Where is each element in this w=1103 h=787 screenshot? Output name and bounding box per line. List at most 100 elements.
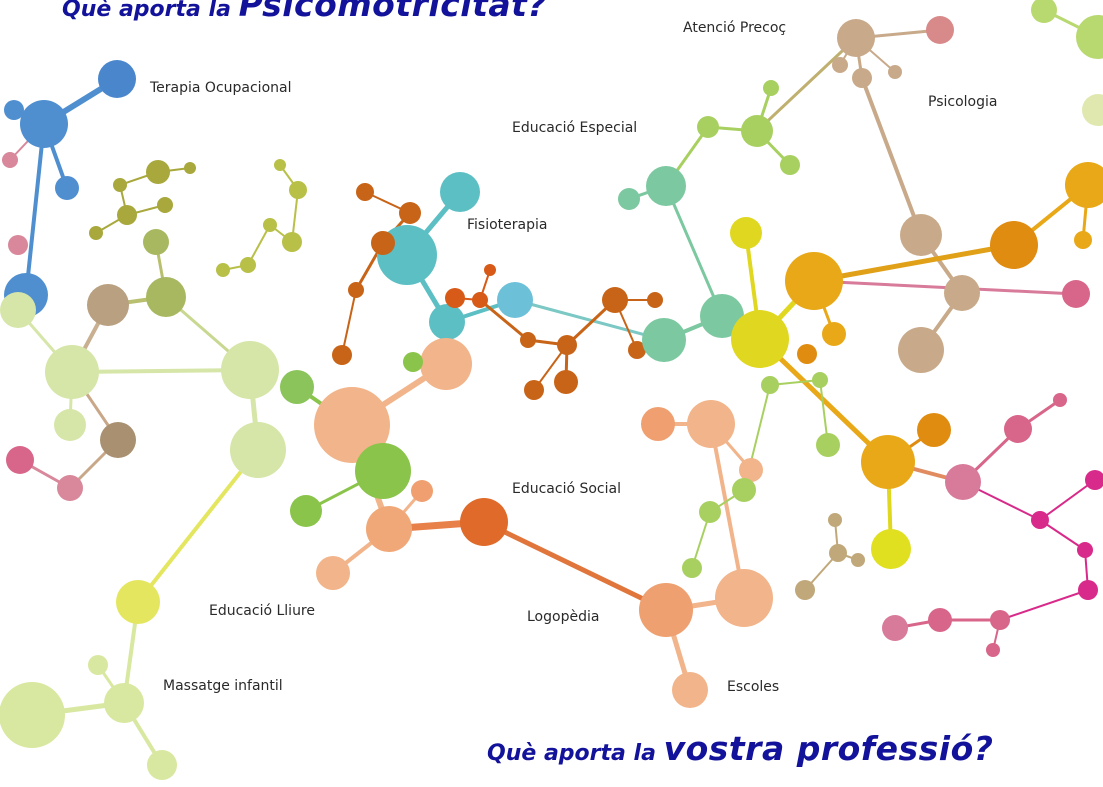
network-node: [1082, 94, 1103, 126]
network-node: [429, 304, 465, 340]
network-edge: [1039, 519, 1086, 551]
network-node: [282, 232, 302, 252]
label-logopedia: Logopèdia: [527, 609, 600, 625]
network-node: [926, 16, 954, 44]
network-node: [851, 553, 865, 567]
network-node: [739, 458, 763, 482]
network-node: [87, 284, 129, 326]
network-node: [332, 345, 352, 365]
network-node: [472, 292, 488, 308]
network-node: [216, 263, 230, 277]
network-node: [117, 205, 137, 225]
network-edge: [341, 289, 357, 356]
network-node: [829, 544, 847, 562]
network-node: [371, 231, 395, 255]
bottom-heading-emphasis: vostra professió?: [663, 729, 994, 768]
network-node: [1074, 231, 1092, 249]
network-edge: [664, 184, 724, 318]
network-node: [832, 57, 848, 73]
network-node: [45, 345, 99, 399]
network-node: [445, 288, 465, 308]
network-node: [898, 327, 944, 373]
network-edge: [860, 76, 923, 237]
label-escoles: Escoles: [727, 679, 780, 695]
network-node: [184, 162, 196, 174]
network-edge: [478, 298, 530, 342]
network-node: [837, 19, 875, 57]
bottom-heading: Què aporta la vostra professió?: [487, 732, 993, 765]
network-edge: [709, 422, 746, 600]
network-node: [917, 413, 951, 447]
network-edge: [136, 448, 260, 604]
network-node: [221, 341, 279, 399]
network-node: [900, 214, 942, 256]
network-node: [497, 282, 533, 318]
label-fisioterapia: Fisioterapia: [467, 217, 548, 233]
network-node: [6, 446, 34, 474]
network-node: [822, 322, 846, 346]
network-node: [240, 257, 256, 273]
network-node: [732, 478, 756, 502]
network-node: [460, 498, 508, 546]
network-node: [420, 338, 472, 390]
network-node: [1076, 15, 1103, 59]
label-psicologia: Psicologia: [928, 94, 998, 110]
network-node: [520, 332, 536, 348]
network-edge: [999, 589, 1089, 621]
network-node: [795, 580, 815, 600]
network-edge: [70, 368, 252, 374]
network-node: [440, 172, 480, 212]
network-node: [602, 287, 628, 313]
network-node: [113, 178, 127, 192]
network-node: [944, 275, 980, 311]
network-node: [116, 580, 160, 624]
network-node: [411, 480, 433, 502]
network-node: [628, 341, 646, 359]
label-educacio-lliure: Educació Lliure: [209, 603, 315, 619]
network-node: [871, 529, 911, 569]
network-node: [274, 159, 286, 171]
network-node: [646, 166, 686, 206]
network-node: [761, 376, 779, 394]
label-massatge-infantil: Massatge infantil: [163, 678, 283, 694]
network-edge: [755, 36, 858, 133]
network-node: [98, 60, 136, 98]
network-node: [785, 252, 843, 310]
network-node: [816, 433, 840, 457]
network-node: [672, 672, 708, 708]
network-node: [731, 310, 789, 368]
network-node: [355, 443, 411, 499]
network-node: [797, 344, 817, 364]
network-node: [316, 556, 350, 590]
network-node: [147, 750, 177, 780]
network-node: [641, 407, 675, 441]
network-node: [348, 282, 364, 298]
network-node: [54, 409, 86, 441]
network-node: [715, 569, 773, 627]
network-node: [290, 495, 322, 527]
network-node: [557, 335, 577, 355]
network-node: [146, 277, 186, 317]
bottom-heading-prefix: Què aporta la: [487, 741, 664, 766]
network-node: [4, 100, 24, 120]
network-edge: [811, 242, 1017, 284]
network-node: [2, 152, 18, 168]
network-node: [852, 68, 872, 88]
network-node: [618, 188, 640, 210]
network-node: [524, 380, 544, 400]
network-node: [55, 176, 79, 200]
network-node: [699, 501, 721, 523]
network-node: [263, 218, 277, 232]
network-node: [741, 115, 773, 147]
network-node: [763, 80, 779, 96]
top-heading-prefix: Què aporta la: [62, 0, 239, 22]
network-node: [289, 181, 307, 199]
network-node: [1077, 542, 1093, 558]
network-node: [1085, 470, 1103, 490]
network-edge: [757, 336, 891, 465]
network-node: [780, 155, 800, 175]
network-node: [0, 682, 65, 748]
network-node: [8, 235, 28, 255]
network-node: [990, 221, 1038, 269]
